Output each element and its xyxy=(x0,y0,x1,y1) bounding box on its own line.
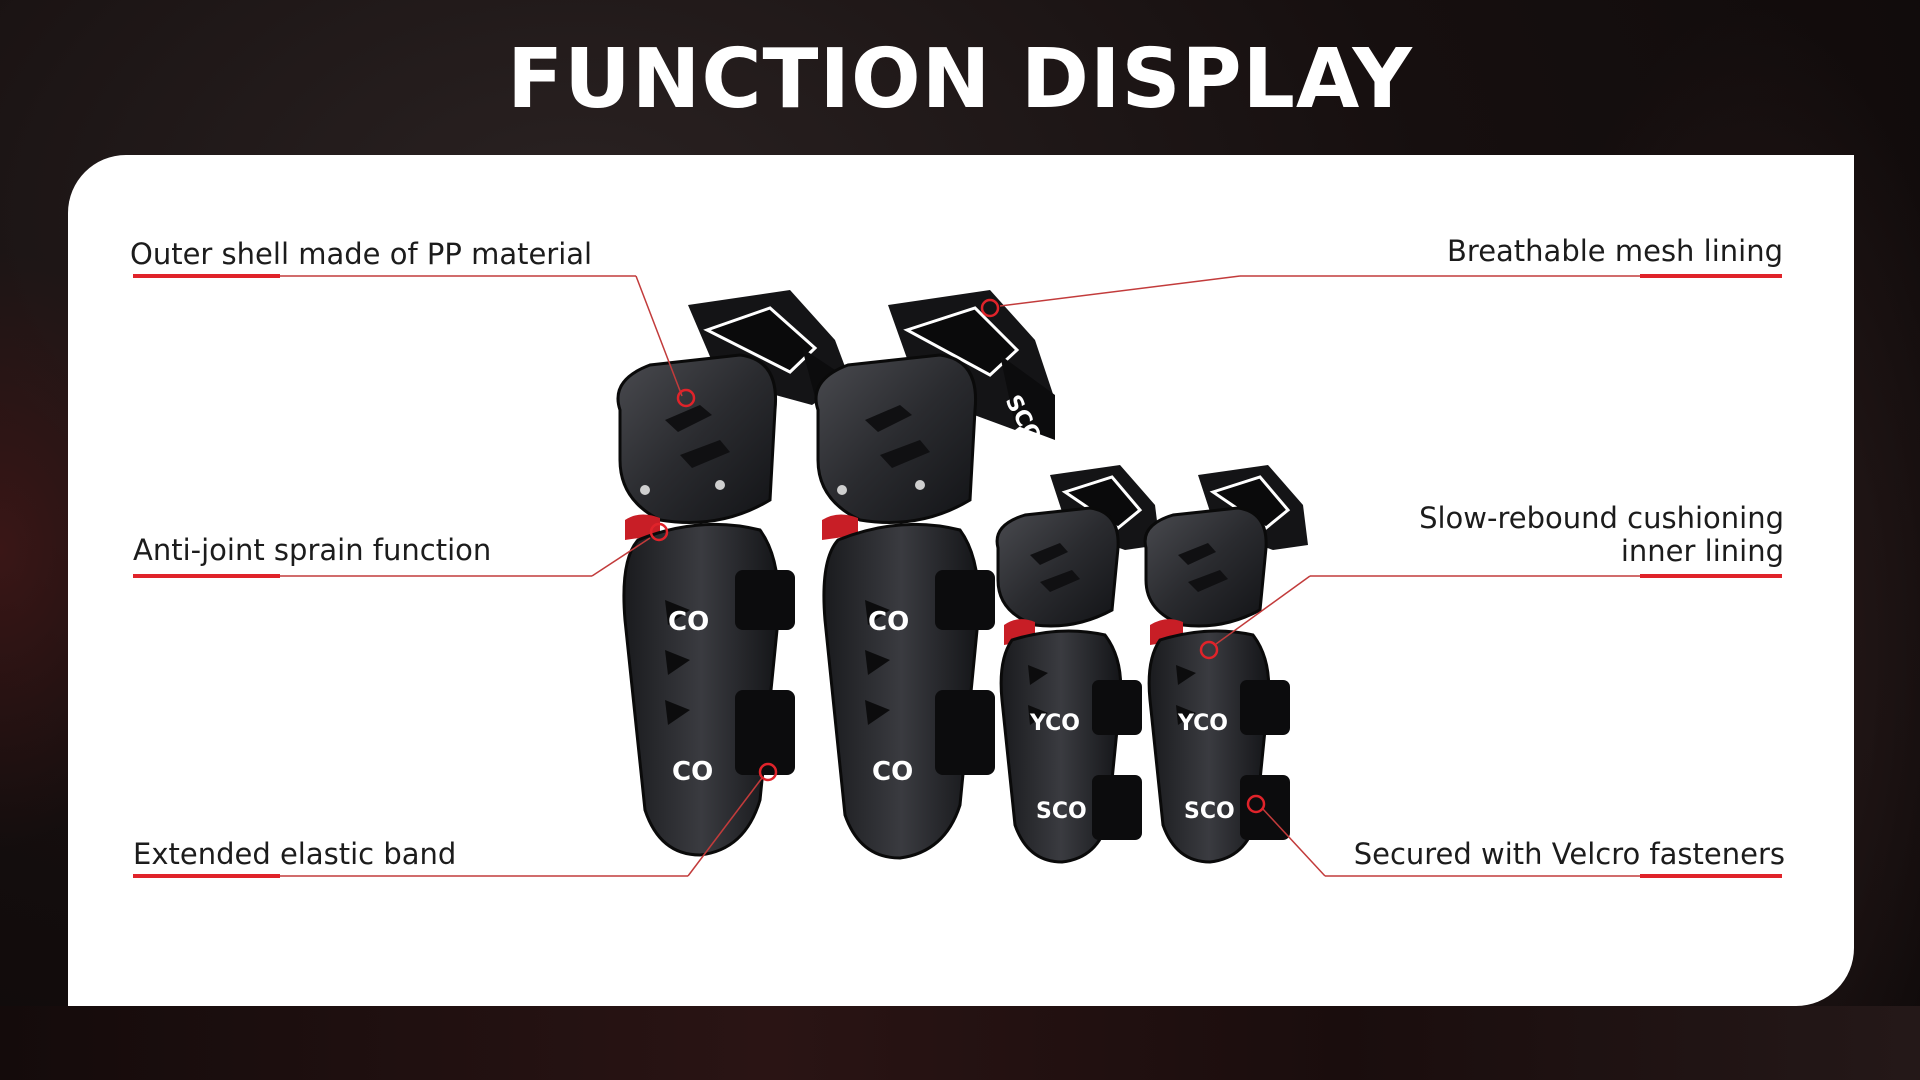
label-cushioning-line1: Slow-rebound cushioning xyxy=(1419,501,1784,535)
callout-lines-left xyxy=(133,274,778,878)
label-mesh-lining: Breathable mesh lining xyxy=(1447,234,1783,268)
pad-mark-6: SCO xyxy=(1036,799,1087,824)
pad-mark-7: YCO xyxy=(1177,711,1228,736)
pad-mark-1: CO xyxy=(668,607,709,637)
pad-mark-8: SCO xyxy=(1184,799,1235,824)
pad-mark-4: CO xyxy=(872,757,913,787)
label-anti-sprain: Anti-joint sprain function xyxy=(133,533,492,567)
knee-guard-large-left: CO CO xyxy=(616,290,850,857)
pad-mark-2: CO xyxy=(672,757,713,787)
page-title: FUNCTION DISPLAY xyxy=(507,32,1413,127)
elbow-guard-small-right: YCO SCO xyxy=(1143,465,1308,864)
label-elastic-band: Extended elastic band xyxy=(133,837,457,871)
pad-mark-3: CO xyxy=(868,607,909,637)
pad-mark-5: YCO xyxy=(1029,711,1080,736)
label-outer-shell: Outer shell made of PP material xyxy=(130,237,593,271)
callout-lines-right xyxy=(980,274,1782,878)
elbow-guard-small-left: YCO SCO xyxy=(995,465,1160,864)
label-cushioning-line2: inner lining xyxy=(1620,534,1784,568)
label-velcro: Secured with Velcro fasteners xyxy=(1353,837,1785,871)
background-bottom-strip xyxy=(0,1006,1920,1080)
